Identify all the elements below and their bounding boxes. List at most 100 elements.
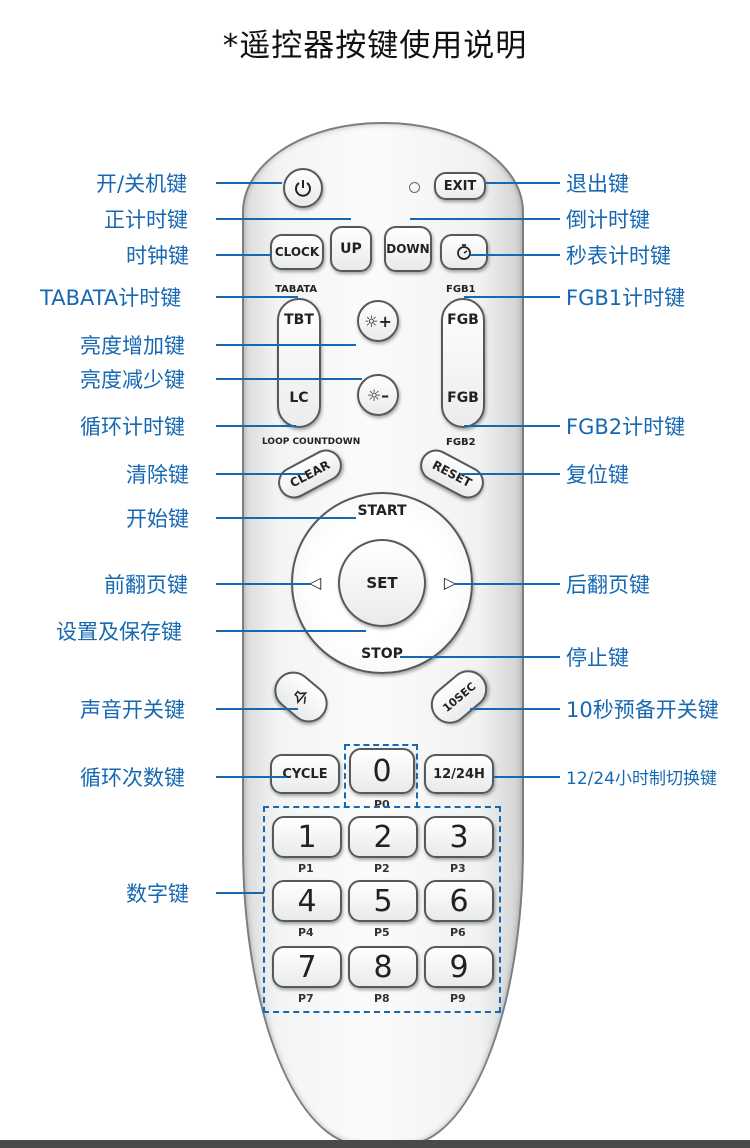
leader-next (455, 583, 560, 585)
leader-digits (216, 892, 264, 894)
annotation-exit: 退出键 (566, 172, 629, 196)
leader-fgb2 (464, 425, 560, 427)
digit-5-button[interactable]: 5 (348, 880, 418, 922)
p7-label: P7 (298, 992, 314, 1005)
digit-0-button[interactable]: 0 (349, 748, 415, 794)
p5-label: P5 (374, 926, 390, 939)
annotation-tabata: TABATA计时键 (40, 286, 182, 310)
fgb1-label: FGB1 (446, 284, 476, 295)
p0-highlight (344, 744, 418, 808)
annotation-bright-up: 亮度增加键 (80, 334, 185, 358)
annotation-clear: 清除键 (126, 463, 189, 487)
tbt-button[interactable]: TBT (284, 312, 314, 328)
leader-set (216, 630, 366, 632)
annotation-loop: 循环计时键 (80, 415, 185, 439)
annotation-fgb1: FGB1计时键 (566, 286, 686, 310)
digit-8-button[interactable]: 8 (348, 946, 418, 988)
set-button[interactable]: SET (338, 539, 426, 627)
fgb2-button[interactable]: FGB (447, 390, 479, 406)
annotation-prev: 前翻页键 (104, 573, 188, 597)
leader-prev (216, 583, 310, 585)
leader-h1224 (494, 776, 560, 778)
stopwatch-button[interactable] (440, 234, 488, 270)
leader-clear (216, 473, 306, 475)
power-icon (295, 180, 311, 197)
p1-label: P1 (298, 862, 314, 875)
mute-icon (294, 690, 308, 705)
p4-label: P4 (298, 926, 314, 939)
digit-9-button[interactable]: 9 (424, 946, 494, 988)
leader-loop (216, 425, 296, 427)
annotation-bright-down: 亮度减少键 (80, 368, 185, 392)
digits-highlight (263, 806, 501, 1013)
p3-label: P3 (450, 862, 466, 875)
leader-count-down (410, 218, 560, 220)
leader-count-up (216, 218, 351, 220)
annotation-reset: 复位键 (566, 463, 629, 487)
cycle-button[interactable]: CYCLE (270, 754, 340, 794)
exit-button[interactable]: EXIT (434, 172, 486, 200)
leader-power (216, 182, 282, 184)
leader-tensec (470, 708, 560, 710)
next-page-button[interactable]: ▷ (443, 573, 457, 592)
leader-clock (216, 254, 272, 256)
annotation-cycle: 循环次数键 (80, 766, 185, 790)
leader-cycle (216, 776, 286, 778)
power-button[interactable] (283, 168, 323, 208)
prev-page-button[interactable]: ◁ (308, 573, 322, 592)
digit-4-button[interactable]: 4 (272, 880, 342, 922)
leader-mute (216, 708, 298, 710)
annotation-stopwatch: 秒表计时键 (566, 244, 671, 268)
fgb1-button[interactable]: FGB (447, 312, 479, 328)
annotation-fgb2: FGB2计时键 (566, 415, 686, 439)
fgb-rocker (441, 298, 485, 428)
h1224-button[interactable]: 12/24H (424, 754, 494, 794)
fgb2-label: FGB2 (446, 437, 476, 448)
p8-label: P8 (374, 992, 390, 1005)
leader-reset (460, 473, 560, 475)
loop-countdown-label: LOOP COUNTDOWN (262, 437, 361, 447)
up-button[interactable]: UP (330, 226, 372, 272)
p9-label: P9 (450, 992, 466, 1005)
leader-bright-down (216, 378, 362, 380)
annotation-count-down: 倒计时键 (566, 208, 650, 232)
leader-start (216, 517, 356, 519)
annotation-h1224: 12/24小时制切换键 (566, 769, 717, 789)
start-button[interactable]: START (357, 503, 407, 519)
p2-label: P2 (374, 862, 390, 875)
leader-stopwatch (470, 254, 560, 256)
page-title: *遥控器按键使用说明 (222, 28, 528, 64)
digit-3-button[interactable]: 3 (424, 816, 494, 858)
bottom-strip (0, 1140, 750, 1148)
annotation-count-up: 正计时键 (104, 208, 188, 232)
mute-button[interactable] (266, 663, 336, 731)
digit-6-button[interactable]: 6 (424, 880, 494, 922)
digit-7-button[interactable]: 7 (272, 946, 342, 988)
annotation-tensec: 10秒预备开关键 (566, 698, 719, 722)
brightness-down-button[interactable]: ☼– (357, 374, 399, 416)
annotation-digits: 数字键 (126, 882, 189, 906)
leader-bright-up (216, 344, 356, 346)
stopwatch-icon (457, 244, 471, 260)
lc-button[interactable]: LC (289, 390, 309, 406)
down-button[interactable]: DOWN (384, 226, 432, 272)
annotation-set: 设置及保存键 (56, 620, 182, 644)
annotation-next: 后翻页键 (566, 573, 650, 597)
leader-stop (400, 656, 560, 658)
tbt-lc-rocker (277, 298, 321, 428)
clock-button[interactable]: CLOCK (270, 234, 324, 270)
indicator-led (409, 182, 420, 193)
annotation-mute: 声音开关键 (80, 698, 185, 722)
leader-tabata (216, 296, 298, 298)
digit-1-button[interactable]: 1 (272, 816, 342, 858)
annotation-stop: 停止键 (566, 646, 629, 670)
annotation-power: 开/关机键 (96, 172, 188, 196)
leader-exit (486, 182, 560, 184)
stop-button[interactable]: STOP (361, 646, 403, 662)
digit-2-button[interactable]: 2 (348, 816, 418, 858)
annotation-start: 开始键 (126, 507, 189, 531)
tabata-label: TABATA (275, 284, 318, 295)
annotation-clock: 时钟键 (126, 244, 189, 268)
brightness-up-button[interactable]: ☼+ (357, 300, 399, 342)
leader-fgb1 (464, 296, 560, 298)
